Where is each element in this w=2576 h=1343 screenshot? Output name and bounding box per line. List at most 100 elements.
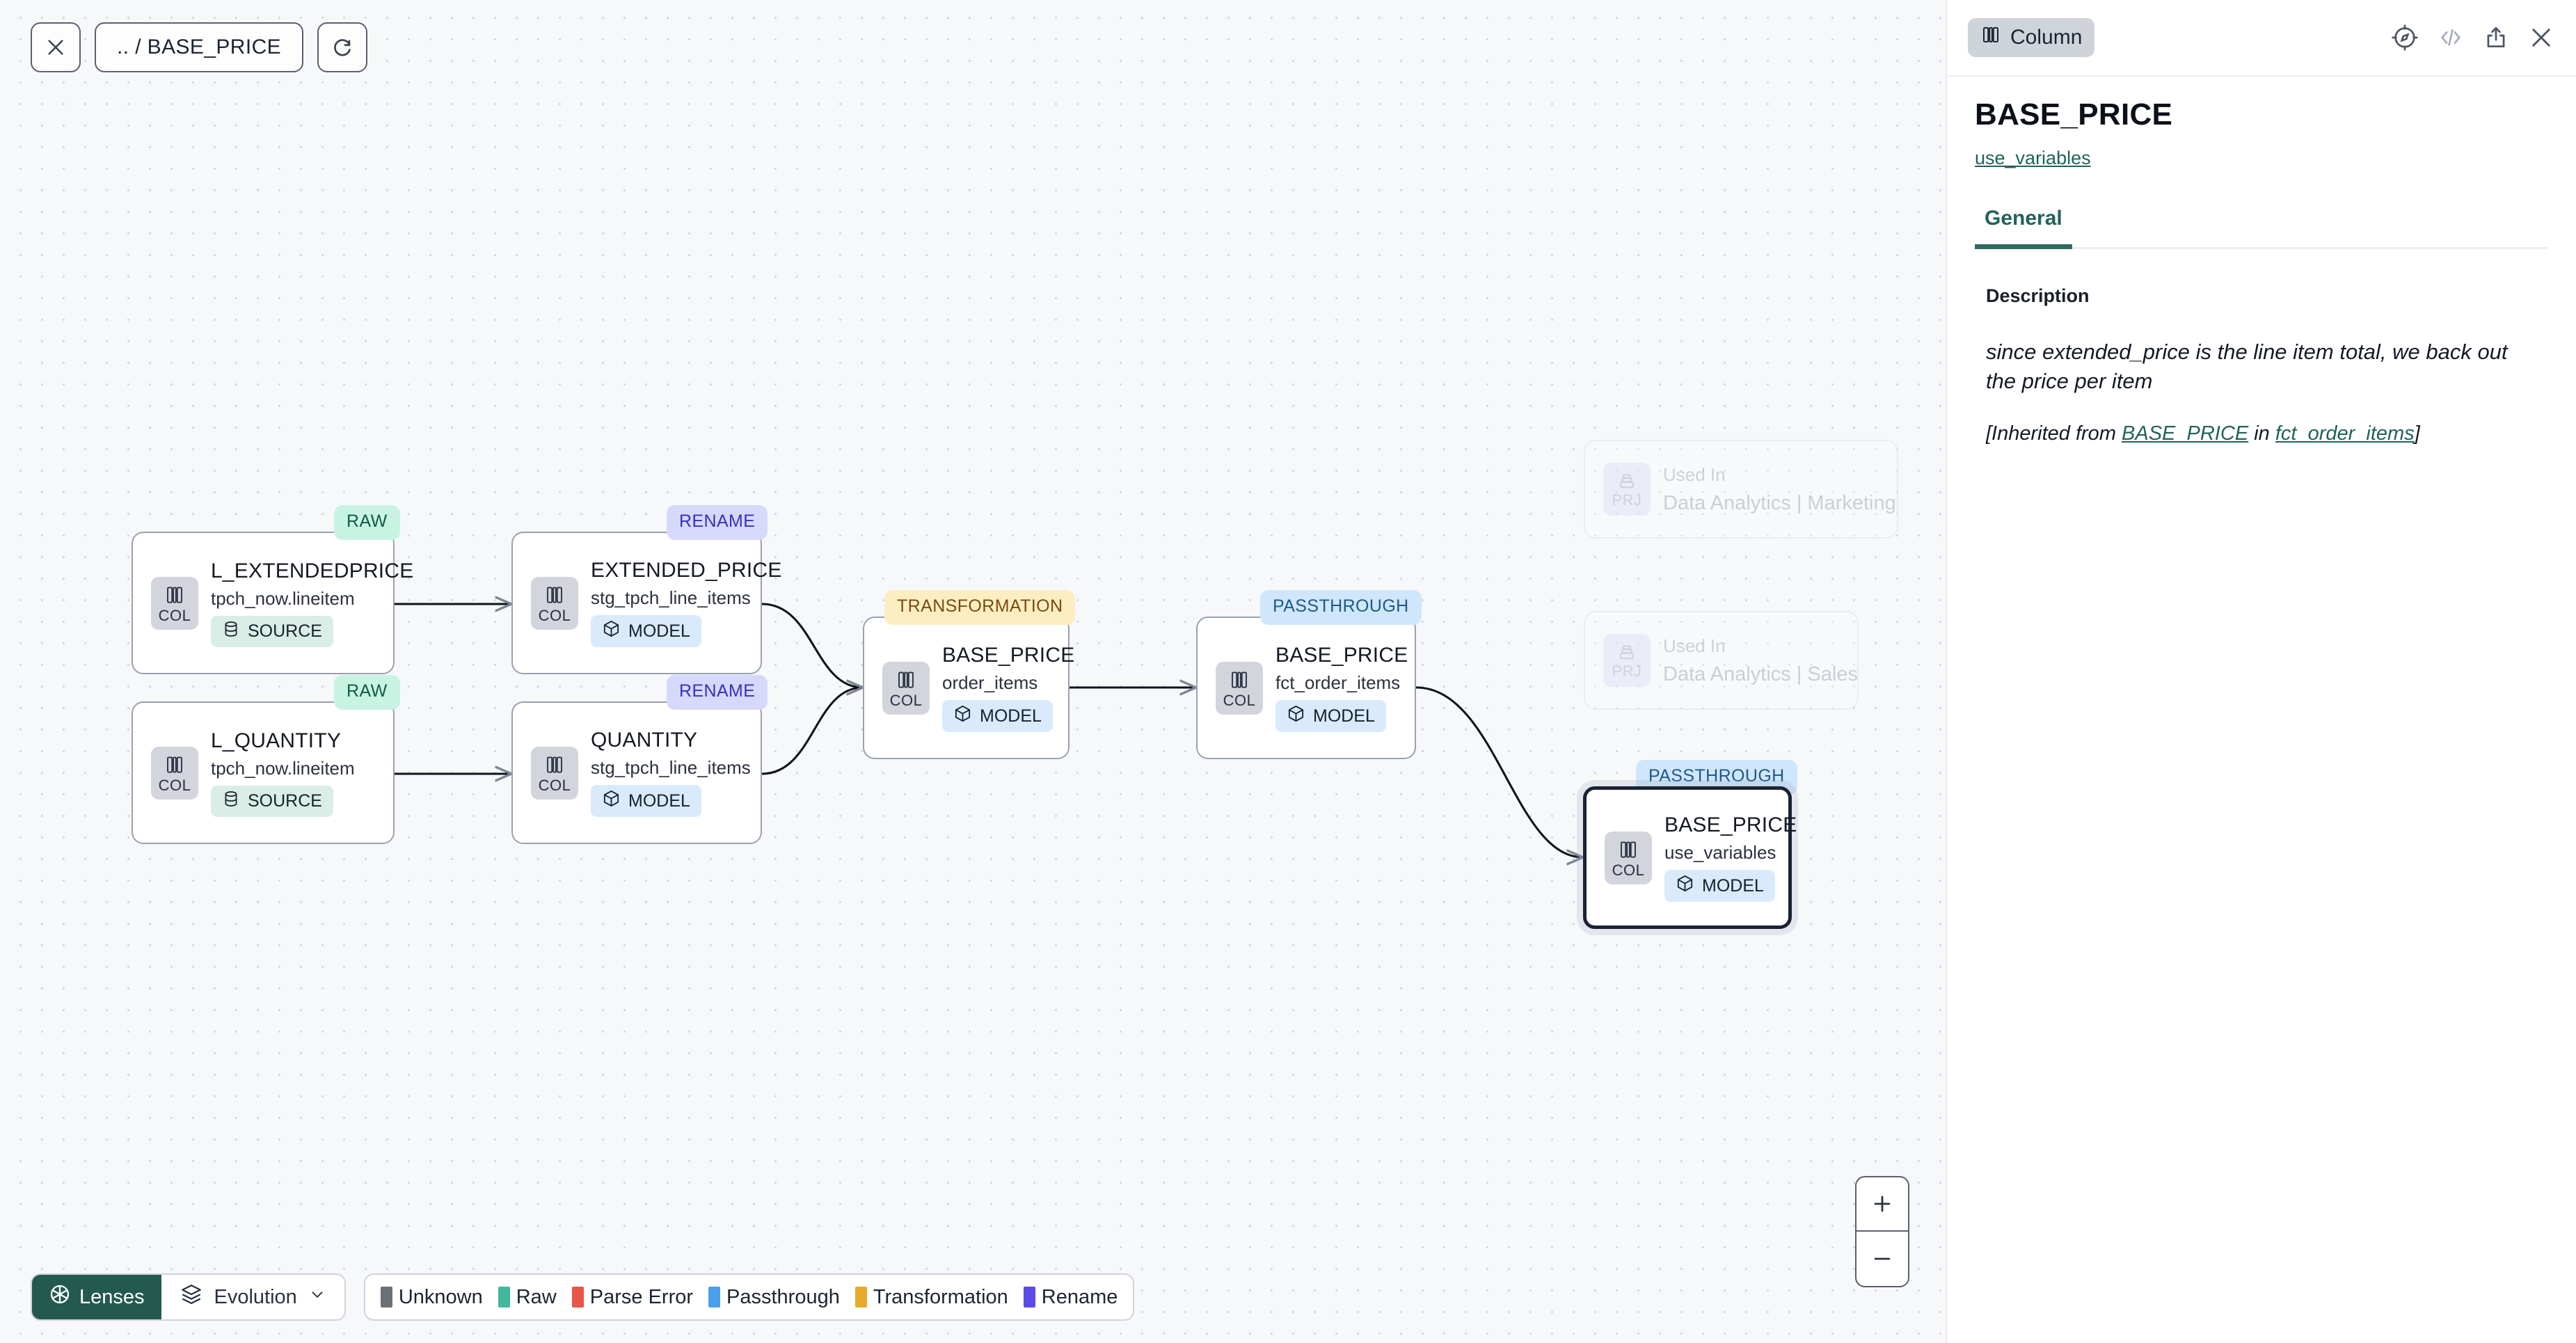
node-title: BASE_PRICE <box>942 644 1075 667</box>
ghost-node-used-in-sales[interactable]: PRJ Used In Data Analytics | Sales <box>1584 611 1859 710</box>
inherit-suffix: ] <box>2414 422 2420 445</box>
description-inherited-note: [Inherited from BASE_PRICE in fct_order_… <box>1986 422 2548 445</box>
node-subtitle: stg_tpch_line_items <box>591 587 751 608</box>
lenses-button[interactable]: Lenses <box>32 1275 161 1319</box>
cube-icon <box>1676 874 1694 898</box>
lineage-canvas[interactable]: .. / BASE_PRICE <box>0 0 1946 1343</box>
code-icon[interactable] <box>2437 24 2465 51</box>
close-icon[interactable] <box>31 22 81 72</box>
node-badge-rename: RENAME <box>667 505 768 540</box>
column-icon-label: COL <box>538 606 571 624</box>
chevron-down-icon[interactable] <box>308 1285 326 1309</box>
node-type-tag: SOURCE <box>211 615 333 647</box>
inherited-column-link[interactable]: BASE_PRICE <box>2122 422 2249 445</box>
aperture-icon <box>49 1283 71 1311</box>
database-icon <box>222 790 240 813</box>
legend-label: Unknown <box>398 1285 483 1308</box>
legend-item-unknown[interactable]: Unknown <box>380 1285 483 1309</box>
node-type-label: SOURCE <box>248 621 322 641</box>
column-icon: COL <box>882 661 930 715</box>
lenses-label: Lenses <box>79 1285 145 1308</box>
node-type-tag: MODEL <box>1664 870 1775 902</box>
panel-header-actions <box>2391 24 2555 51</box>
close-icon[interactable] <box>2527 24 2555 51</box>
node-subtitle: tpch_now.lineitem <box>211 757 355 779</box>
node-type-tag: SOURCE <box>211 785 333 817</box>
legend-item-transformation[interactable]: Transformation <box>854 1286 1008 1309</box>
column-icon-label: COL <box>538 776 571 794</box>
cube-icon <box>1287 704 1305 728</box>
zoom-out-button[interactable] <box>1857 1232 1908 1286</box>
node-subtitle: use_variables <box>1664 842 1776 863</box>
lineage-legend: Unknown Raw Parse Error Passthrough Transfor… <box>363 1273 1135 1321</box>
model-link[interactable]: use_variables <box>1975 148 2091 168</box>
tab-general[interactable]: General <box>1975 207 2072 249</box>
project-icon: PRJ <box>1603 463 1651 516</box>
node-title: BASE_PRICE <box>1275 644 1408 667</box>
node-title: QUANTITY <box>591 729 698 752</box>
node-type-label: MODEL <box>1702 875 1764 896</box>
layers-icon <box>180 1282 203 1312</box>
node-subtitle: order_items <box>942 672 1038 693</box>
node-badge-raw: RAW <box>334 675 400 710</box>
zoom-in-button[interactable] <box>1857 1177 1908 1232</box>
legend-item-rename[interactable]: Rename <box>1023 1286 1118 1309</box>
node-type-label: MODEL <box>628 790 690 811</box>
legend-swatch <box>854 1287 867 1308</box>
legend-item-parse-error[interactable]: Parse Error <box>571 1286 693 1309</box>
node-type-tag: MODEL <box>1275 700 1386 732</box>
column-icon: COL <box>151 746 198 800</box>
panel-header: Column <box>1947 0 2576 77</box>
legend-swatch <box>498 1287 510 1308</box>
column-icon: COL <box>1216 661 1263 715</box>
node-type-tag: MODEL <box>942 700 1053 732</box>
details-panel: Column <box>1946 0 2576 1343</box>
node-badge-rename: RENAME <box>667 675 768 710</box>
evolution-button[interactable]: Evolution <box>161 1275 344 1319</box>
description-section: Description since extended_price is the … <box>1947 249 2576 445</box>
lens-group: Lenses Evolution <box>31 1273 346 1321</box>
evolution-label: Evolution <box>214 1285 297 1308</box>
column-icon: COL <box>1605 831 1652 884</box>
column-icon-label: COL <box>889 691 923 709</box>
legend-label: Raw <box>516 1285 557 1308</box>
node-type-label: SOURCE <box>248 790 322 811</box>
legend-swatch <box>380 1287 392 1308</box>
cube-icon <box>602 789 621 813</box>
share-icon[interactable] <box>2483 24 2509 51</box>
compass-icon[interactable] <box>2391 24 2419 51</box>
zoom-controls <box>1855 1176 1909 1287</box>
column-icon-label: COL <box>1612 861 1645 879</box>
node-title: EXTENDED_PRICE <box>591 559 782 582</box>
column-icon: COL <box>531 746 578 800</box>
inherited-model-link[interactable]: fct_order_items <box>2275 422 2415 445</box>
ghost-node-name: Data Analytics | Sales <box>1663 662 1858 685</box>
node-badge-raw: RAW <box>334 505 400 540</box>
breadcrumb[interactable]: .. / BASE_PRICE <box>95 22 304 72</box>
column-icon <box>1980 24 2001 51</box>
column-type-chip[interactable]: Column <box>1968 18 2095 57</box>
legend-swatch <box>708 1287 721 1308</box>
node-type-label: MODEL <box>628 621 690 641</box>
cube-icon <box>953 704 972 728</box>
node-badge-passthrough: PASSTHROUGH <box>1260 590 1422 625</box>
legend-item-raw[interactable]: Raw <box>498 1286 557 1309</box>
refresh-icon[interactable] <box>317 22 368 72</box>
column-icon: COL <box>531 576 578 630</box>
project-icon-label: PRJ <box>1612 662 1642 680</box>
ghost-node-kind: Used In <box>1663 463 1726 485</box>
column-icon-label: COL <box>158 606 191 624</box>
legend-item-passthrough[interactable]: Passthrough <box>708 1286 840 1309</box>
legend-label: Passthrough <box>726 1285 840 1308</box>
legend-swatch <box>1023 1287 1035 1308</box>
ghost-node-kind: Used In <box>1663 635 1726 656</box>
